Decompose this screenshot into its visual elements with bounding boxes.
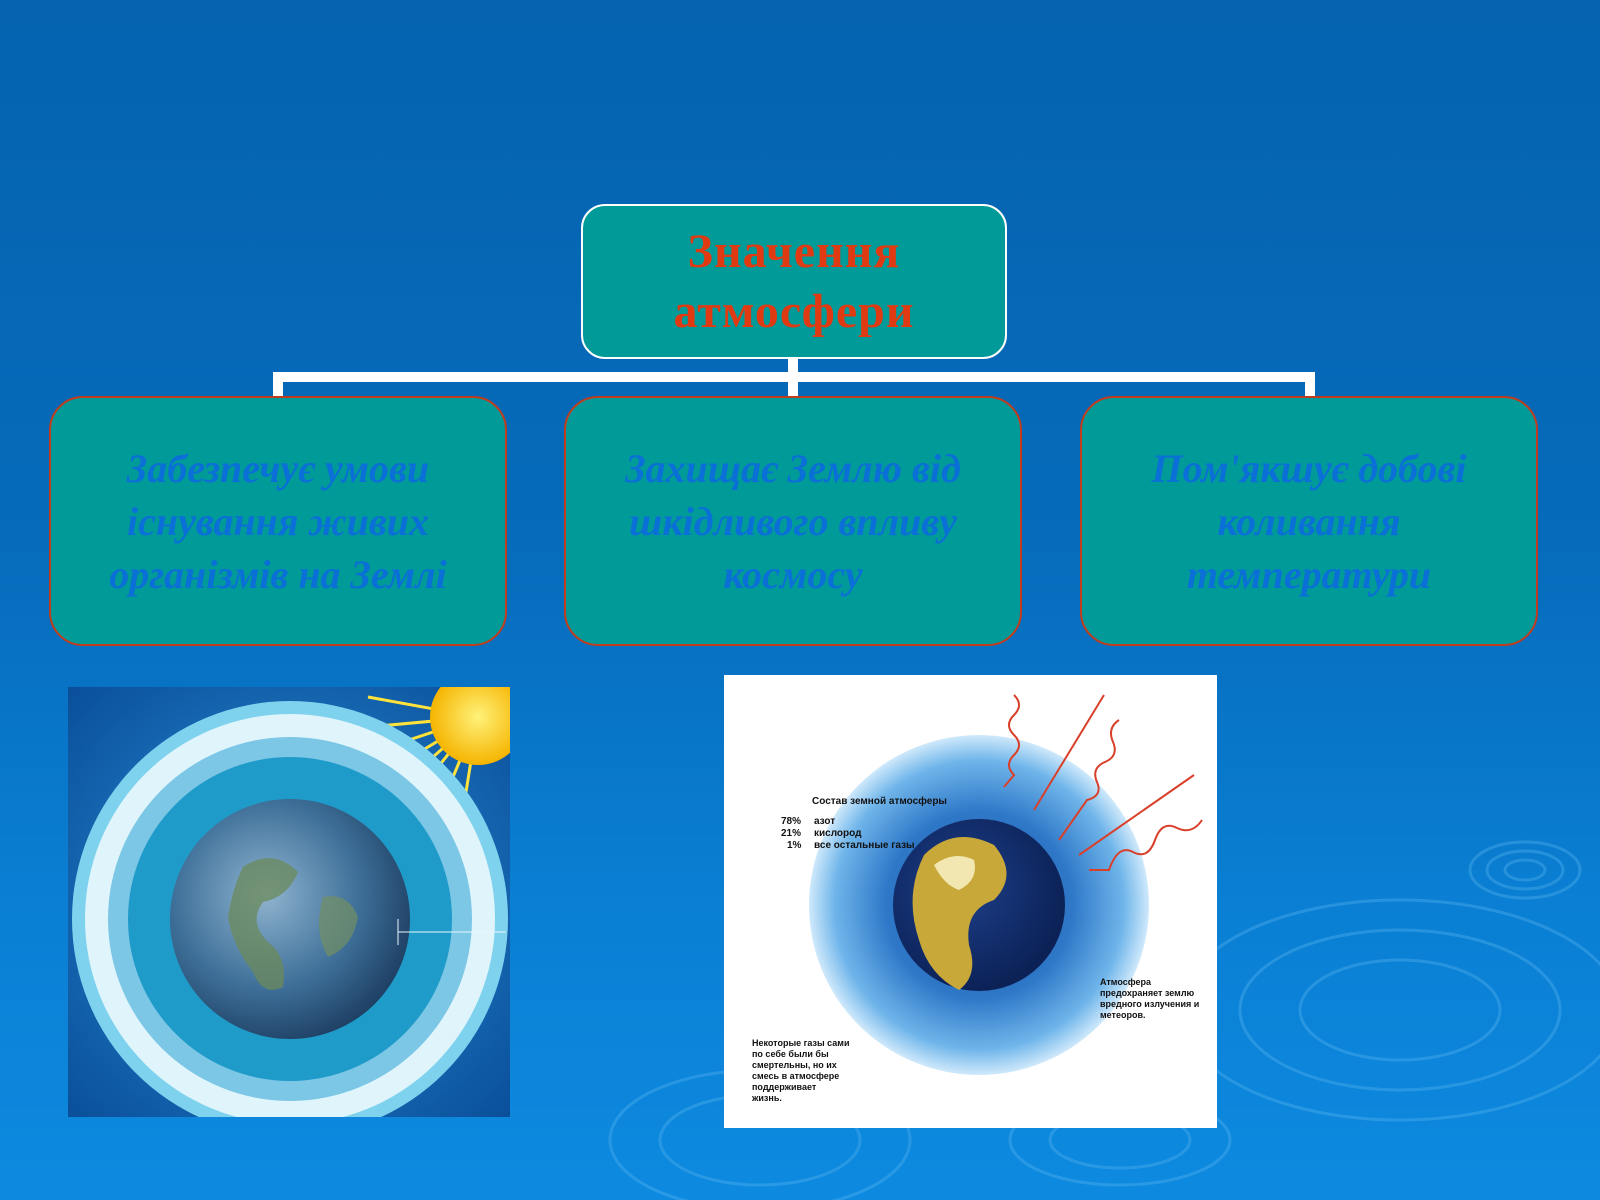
- composition-gas-oxygen: кислород: [814, 828, 862, 839]
- note-right-line-4: метеоров.: [1100, 1010, 1145, 1020]
- child-node-living-conditions: Забезпечує умови існування живих організ…: [49, 396, 507, 646]
- child-node-label: Забезпечує умови існування живих організ…: [109, 445, 447, 597]
- note-left-line-3: смертельны, но их: [752, 1060, 837, 1070]
- note-left-line-2: по себе были бы: [752, 1049, 829, 1059]
- note-right-line-3: вредного излучения и: [1100, 999, 1199, 1009]
- connector-drop-right: [1305, 372, 1315, 398]
- connector-drop-left: [273, 372, 283, 398]
- note-left-line-6: жизнь.: [751, 1093, 782, 1103]
- atmosphere-composition-illustration: Состав земной атмосферы 78% азот 21% кис…: [724, 675, 1217, 1128]
- connector-stem: [788, 358, 798, 378]
- composition-percent-oxygen: 21%: [781, 828, 801, 839]
- child-node-label: Пом'якшує добові коливання температури: [1151, 445, 1467, 597]
- child-node-space-protection: Захищає Землю від шкідливого впливу косм…: [564, 396, 1022, 646]
- note-right-line-1: Атмосфера: [1100, 977, 1152, 987]
- child-node-temperature: Пом'якшує добові коливання температури: [1080, 396, 1538, 646]
- note-right-line-2: предохраняет землю: [1100, 988, 1195, 998]
- child-node-label: Захищає Землю від шкідливого впливу косм…: [625, 445, 961, 597]
- root-node: Значення атмосфери: [581, 204, 1007, 359]
- note-left-line-4: смесь в атмосфере: [752, 1071, 839, 1081]
- composition-percent-other: 1%: [787, 840, 802, 851]
- composition-title: Состав земной атмосферы: [812, 795, 947, 807]
- note-left-line-5: поддерживает: [752, 1082, 817, 1092]
- root-node-label: Значення атмосфери: [673, 224, 915, 338]
- composition-gas-other: все остальные газы: [814, 840, 915, 851]
- connector-drop-middle: [788, 372, 798, 398]
- earth-atmosphere-layers-illustration: [68, 687, 510, 1117]
- composition-percent-nitrogen: 78%: [781, 816, 801, 827]
- composition-gas-nitrogen: азот: [814, 816, 835, 827]
- note-left-line-1: Некоторые газы сами: [752, 1038, 849, 1048]
